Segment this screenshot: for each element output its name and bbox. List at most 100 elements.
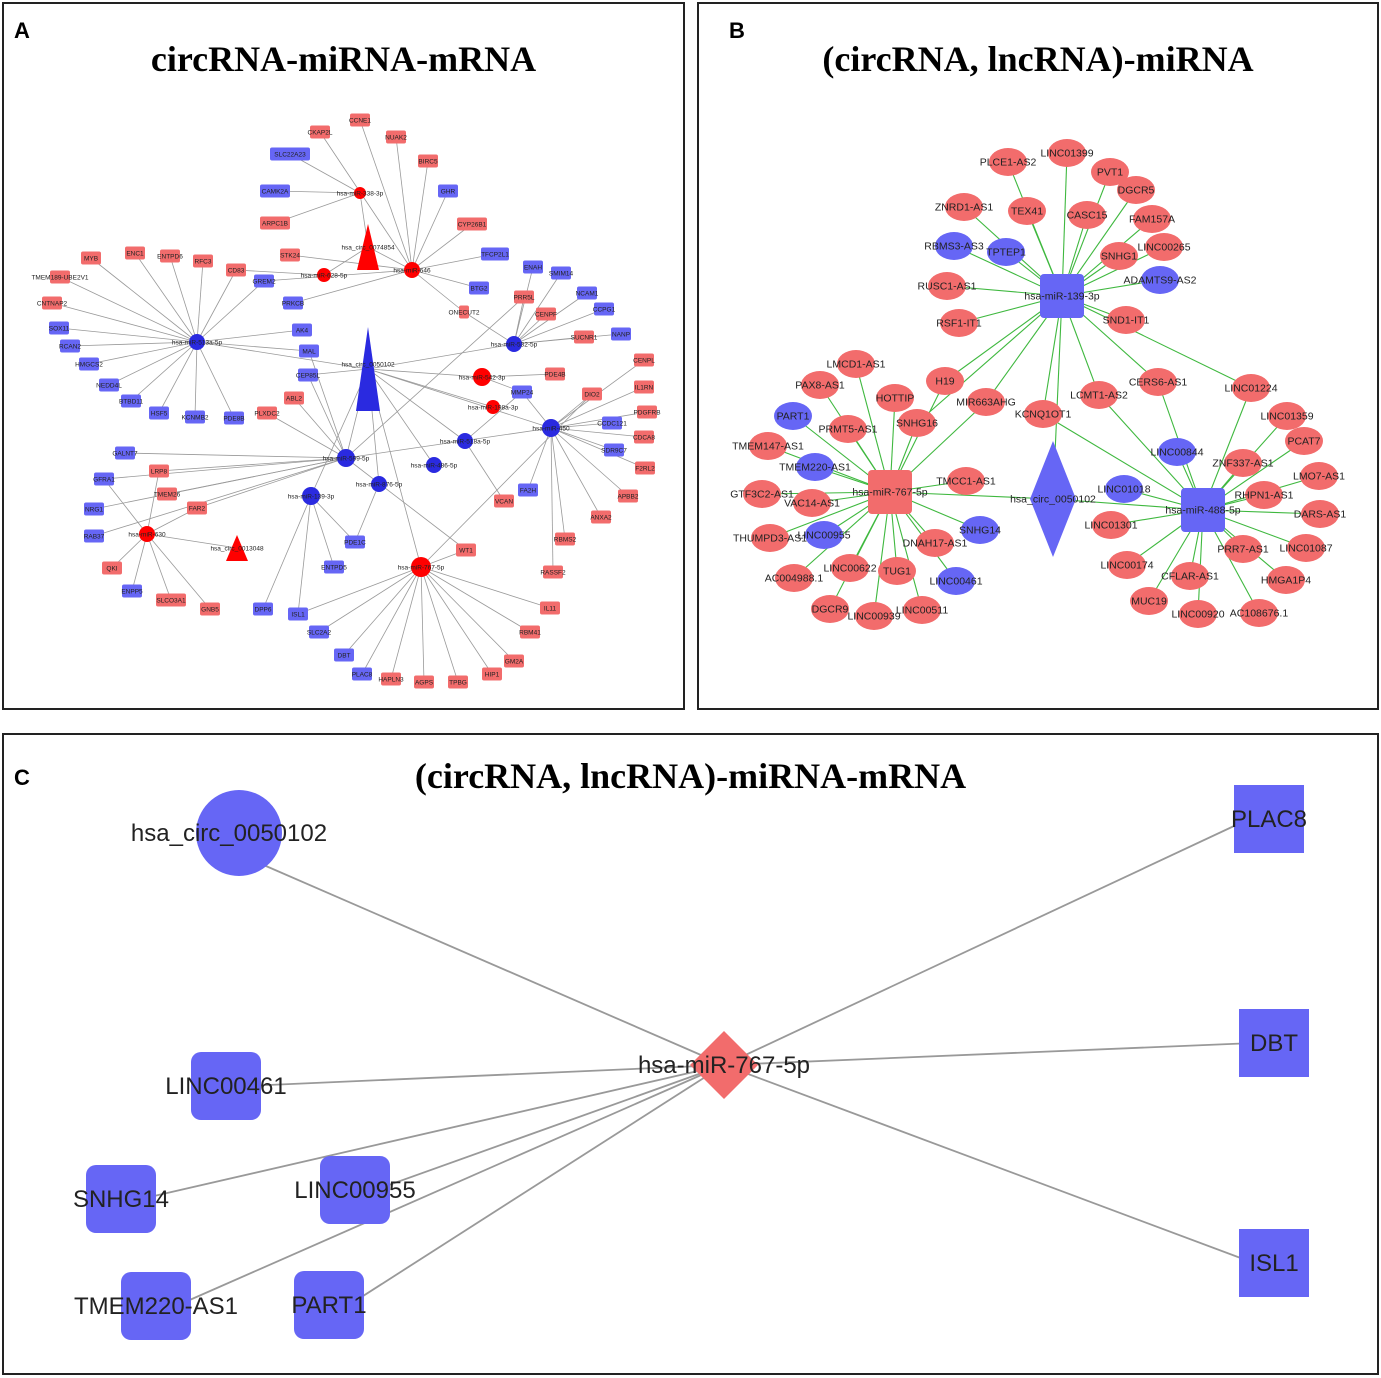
label-ghr: GHR xyxy=(441,188,456,195)
edge xyxy=(354,483,380,543)
node-apbb2: APBB2 xyxy=(618,489,639,503)
label-rassf2: RASSF2 xyxy=(540,569,566,576)
edge xyxy=(345,457,467,551)
edge xyxy=(420,566,459,683)
label-agps: AGPS xyxy=(415,679,434,686)
edge xyxy=(310,495,335,568)
panel-c: C (circRNA, lncRNA)-miRNA-mRNA hsa_circ_… xyxy=(2,733,1379,1375)
label-thumpd3-as1: THUMPD3-AS1 xyxy=(733,533,807,545)
nodes: PLCE1-AS2LINC01399PVT1ZNRD1-AS1DGCR5TEX4… xyxy=(730,139,1346,630)
label-hsa-mir-139-3p: hsa-miR-139-3p xyxy=(288,493,335,500)
edge xyxy=(69,341,198,347)
edge xyxy=(723,1042,1255,1066)
label-kcnmb2: KCNMB2 xyxy=(181,414,208,421)
node-slc2a2: SLC2A2 xyxy=(307,625,331,639)
label-slc22a23: SLC22A23 xyxy=(274,151,306,158)
edge xyxy=(481,373,556,378)
label-enpp5: ENPP5 xyxy=(121,588,143,595)
label-cenpf: CENPF xyxy=(535,311,557,318)
label-hapln3: HAPLN3 xyxy=(378,676,404,683)
edge xyxy=(262,495,312,610)
label-gtf3c2-as1: GTF3C2-AS1 xyxy=(730,489,794,501)
panel-c-title: (circRNA, lncRNA)-miRNA-mRNA xyxy=(414,756,967,796)
edge xyxy=(723,818,1250,1066)
edge xyxy=(1042,413,1204,511)
node-kcnq1ot1: KCNQ1OT1 xyxy=(1015,400,1071,428)
node-cntnap2: CNTNAP2 xyxy=(37,296,68,310)
node-pvt1: PVT1 xyxy=(1091,158,1129,186)
node-pdgfrb: PDGFRB xyxy=(633,405,661,419)
label-dbt: DBT xyxy=(1250,1030,1298,1057)
edge xyxy=(420,566,425,683)
label-nedd4l: NEDD4L xyxy=(96,382,122,389)
node-wt1: WT1 xyxy=(456,543,476,557)
label-rfc3: RFC3 xyxy=(195,258,212,265)
node-hsa-circ-0013048: hsa_circ_0013048 xyxy=(210,535,264,561)
label-vac14-as1: VAC14-AS1 xyxy=(784,498,840,510)
node-rsf1-it1: RSF1-IT1 xyxy=(936,309,982,337)
node-pde8b: PDE8B xyxy=(223,411,245,425)
node-hsa-mir-532-5p: hsa-miR-532-5p xyxy=(491,336,538,352)
edge xyxy=(464,440,505,502)
label-rbm41: RBM41 xyxy=(519,629,541,636)
node-enah: ENAH xyxy=(523,260,543,274)
edge xyxy=(90,257,198,343)
node-hsa-mir-139-3p: hsa-miR-139-3p xyxy=(1024,274,1100,318)
edge xyxy=(345,427,552,459)
label-apbb2: APBB2 xyxy=(618,493,639,500)
node-casc15: CASC15 xyxy=(1067,201,1108,229)
label-tmem220-as1: TMEM220-AS1 xyxy=(74,1293,238,1320)
edge xyxy=(194,341,198,418)
label-cdca8: CDCA8 xyxy=(633,434,655,441)
label-hsa-mir-542-3p: hsa-miR-542-3p xyxy=(459,374,506,381)
node-hsa-mir-599-5p: hsa-miR-599-5p xyxy=(323,449,370,467)
edge xyxy=(367,246,413,271)
label-linc01399: LINC01399 xyxy=(1040,148,1093,160)
node-linc00622: LINC00622 xyxy=(823,554,877,582)
node-btbd11: BTBD11 xyxy=(119,394,143,408)
label-pdgfrb: PDGFRB xyxy=(633,409,660,416)
node-grem2: GREM2 xyxy=(252,274,276,288)
node-il1rn: IL1RN xyxy=(634,380,654,394)
node-gfra1: GFRA1 xyxy=(93,472,115,486)
label-hsa-circ-0013048: hsa_circ_0013048 xyxy=(210,545,264,552)
edges xyxy=(51,119,648,683)
node-hsa-mir-338-3p: hsa-miR-338-3p xyxy=(337,187,384,199)
edge xyxy=(297,566,422,615)
node-tmem220-as1: TMEM220-AS1 xyxy=(779,453,851,481)
edge xyxy=(550,427,566,540)
edge xyxy=(463,311,515,345)
label-cntnap2: CNTNAP2 xyxy=(37,300,68,307)
node-cdca8: CDCA8 xyxy=(633,430,655,444)
label-linc01224: LINC01224 xyxy=(1224,383,1277,395)
node-snhg14: SNHG14 xyxy=(959,516,1001,544)
node-cenpl: CENPL xyxy=(633,353,655,367)
edge xyxy=(158,341,198,414)
label-hsa-mir-488-5p: hsa-miR-488-5p xyxy=(1165,505,1240,517)
label-isl1: ISL1 xyxy=(291,611,305,618)
label-linc00920: LINC00920 xyxy=(1171,609,1224,621)
node-adamts9-as2: ADAMTS9-AS2 xyxy=(1124,266,1197,294)
node-hsa-mir-646: hsa-miR-646 xyxy=(393,262,431,278)
label-sox11: SOX11 xyxy=(49,325,70,332)
edge xyxy=(124,452,347,459)
node-hsa-circ-0050102: hsa_circ_0050102 xyxy=(341,327,395,411)
node-tpbg: TPBG xyxy=(448,675,468,689)
node-enpp5: ENPP5 xyxy=(121,584,143,598)
node-ccpg1: CCPG1 xyxy=(593,302,616,316)
label-onecut2: ONECUT2 xyxy=(448,309,479,316)
edge xyxy=(146,533,172,601)
edge xyxy=(550,427,615,451)
edge xyxy=(513,296,525,345)
node-ncam1: NCAM1 xyxy=(576,286,599,300)
node-dbt: DBT xyxy=(334,648,354,662)
edge xyxy=(367,368,483,378)
node-f2rl2: F2RL2 xyxy=(635,461,655,475)
label-hsa-mir-646: hsa-miR-646 xyxy=(393,267,431,274)
edge xyxy=(51,302,198,343)
edge xyxy=(348,1064,725,1306)
edge xyxy=(420,566,493,675)
node-hsa-mir-876-5p: hsa-miR-876-5p xyxy=(356,476,403,492)
node-dbt: DBT xyxy=(1239,1009,1309,1077)
